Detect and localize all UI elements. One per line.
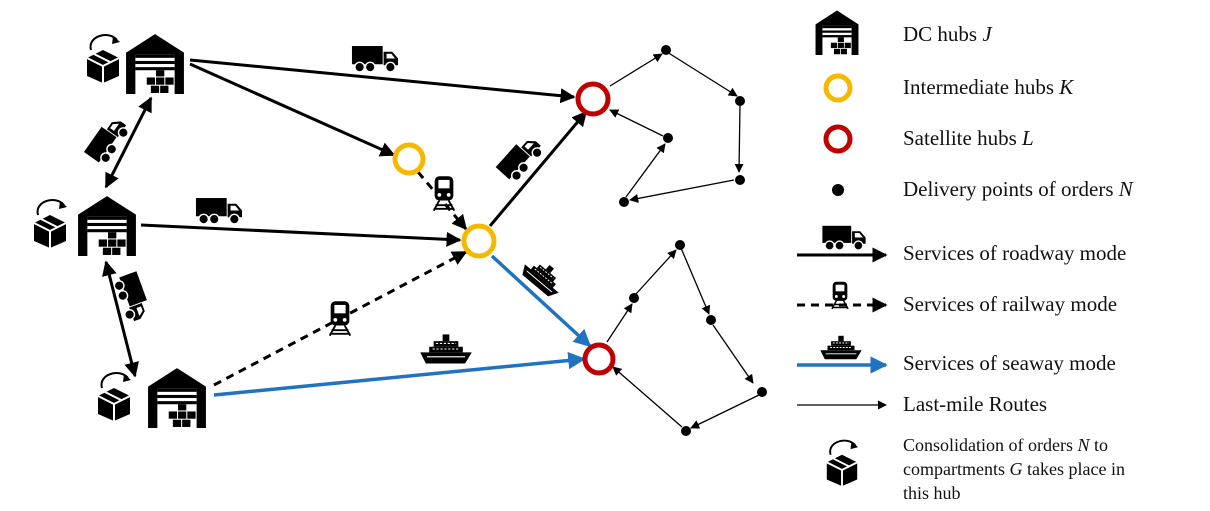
legend-consolidation-line3: this hub: [903, 483, 961, 503]
truck-icon: [195, 197, 243, 225]
dc1-satellite1-road-link: [189, 58, 576, 104]
dc3-satellite2-sea-link: [213, 351, 586, 397]
delivery-point: [735, 175, 745, 185]
delivery-point: [706, 315, 716, 325]
delivery-point: [619, 197, 629, 207]
truck-icon: [494, 132, 547, 186]
legend-delivery-points: Delivery points of orders N: [903, 177, 1134, 201]
box-rotate-icon: [97, 372, 132, 421]
legend: DC hubs J Intermediate hubs K Satellite …: [797, 10, 1134, 503]
truck-icon: [83, 113, 133, 168]
legend-intermediate-hubs: Intermediate hubs K: [903, 75, 1074, 99]
truck-icon: [821, 225, 867, 251]
last-mile-route-1: [609, 51, 744, 203]
delivery-point: [681, 426, 691, 436]
delivery-points: [619, 45, 767, 436]
warehouse-icon: [126, 34, 184, 94]
train-icon: [328, 300, 352, 337]
ship-icon: [419, 333, 473, 365]
dc1-dc2-road-link: [104, 96, 153, 189]
legend-last-mile: Last-mile Routes: [903, 392, 1047, 416]
box-rotate-icon: [825, 439, 860, 487]
legend-consolidation-line2: compartments G takes place in: [903, 459, 1125, 479]
ship-icon: [518, 252, 570, 301]
ship-icon: [819, 335, 863, 360]
legend-railway: Services of railway mode: [903, 292, 1117, 316]
satellite-hub-2: [582, 342, 616, 376]
dc1-intermediate1-road-link: [189, 62, 396, 157]
warehouse-icon: [148, 368, 206, 428]
dc2-intermediate2-road-link: [140, 223, 462, 247]
intermediate-hub-2: [461, 223, 497, 259]
delivery-point: [675, 240, 685, 250]
delivery-point: [629, 293, 639, 303]
delivery-point: [735, 96, 745, 106]
train-icon: [432, 175, 456, 212]
intermediate2-satellite1-road-link: [488, 110, 588, 227]
dc2-dc3-road-link: [102, 260, 139, 378]
legend-consolidation-line1: Consolidation of orders N to: [903, 435, 1108, 455]
warehouse-icon: [78, 196, 136, 256]
legend-dc-hubs: DC hubs J: [903, 22, 993, 46]
satellite-hub-1: [575, 81, 611, 117]
legend-delivery-point-swatch: [832, 184, 844, 196]
legend-roadway: Services of roadway mode: [903, 241, 1126, 265]
intermediate-hub-1: [392, 142, 426, 176]
truck-icon: [111, 270, 153, 325]
legend-satellite-hub-swatch: [823, 124, 853, 154]
delivery-point: [663, 133, 673, 143]
truck-icon: [351, 45, 399, 73]
delivery-point: [757, 387, 767, 397]
legend-satellite-hubs: Satellite hubs L: [903, 126, 1034, 150]
intermediate2-satellite2-sea-link: [490, 254, 592, 348]
legend-seaway: Services of seaway mode: [903, 351, 1116, 375]
last-mile-route-2: [606, 247, 760, 429]
delivery-point: [661, 45, 671, 55]
box-rotate-icon: [86, 34, 121, 83]
warehouse-icon: [815, 10, 859, 55]
intermediate1-intermediate2-rail-link: [416, 171, 468, 231]
box-rotate-icon: [33, 199, 68, 248]
legend-intermediate-hub-swatch: [823, 73, 853, 103]
